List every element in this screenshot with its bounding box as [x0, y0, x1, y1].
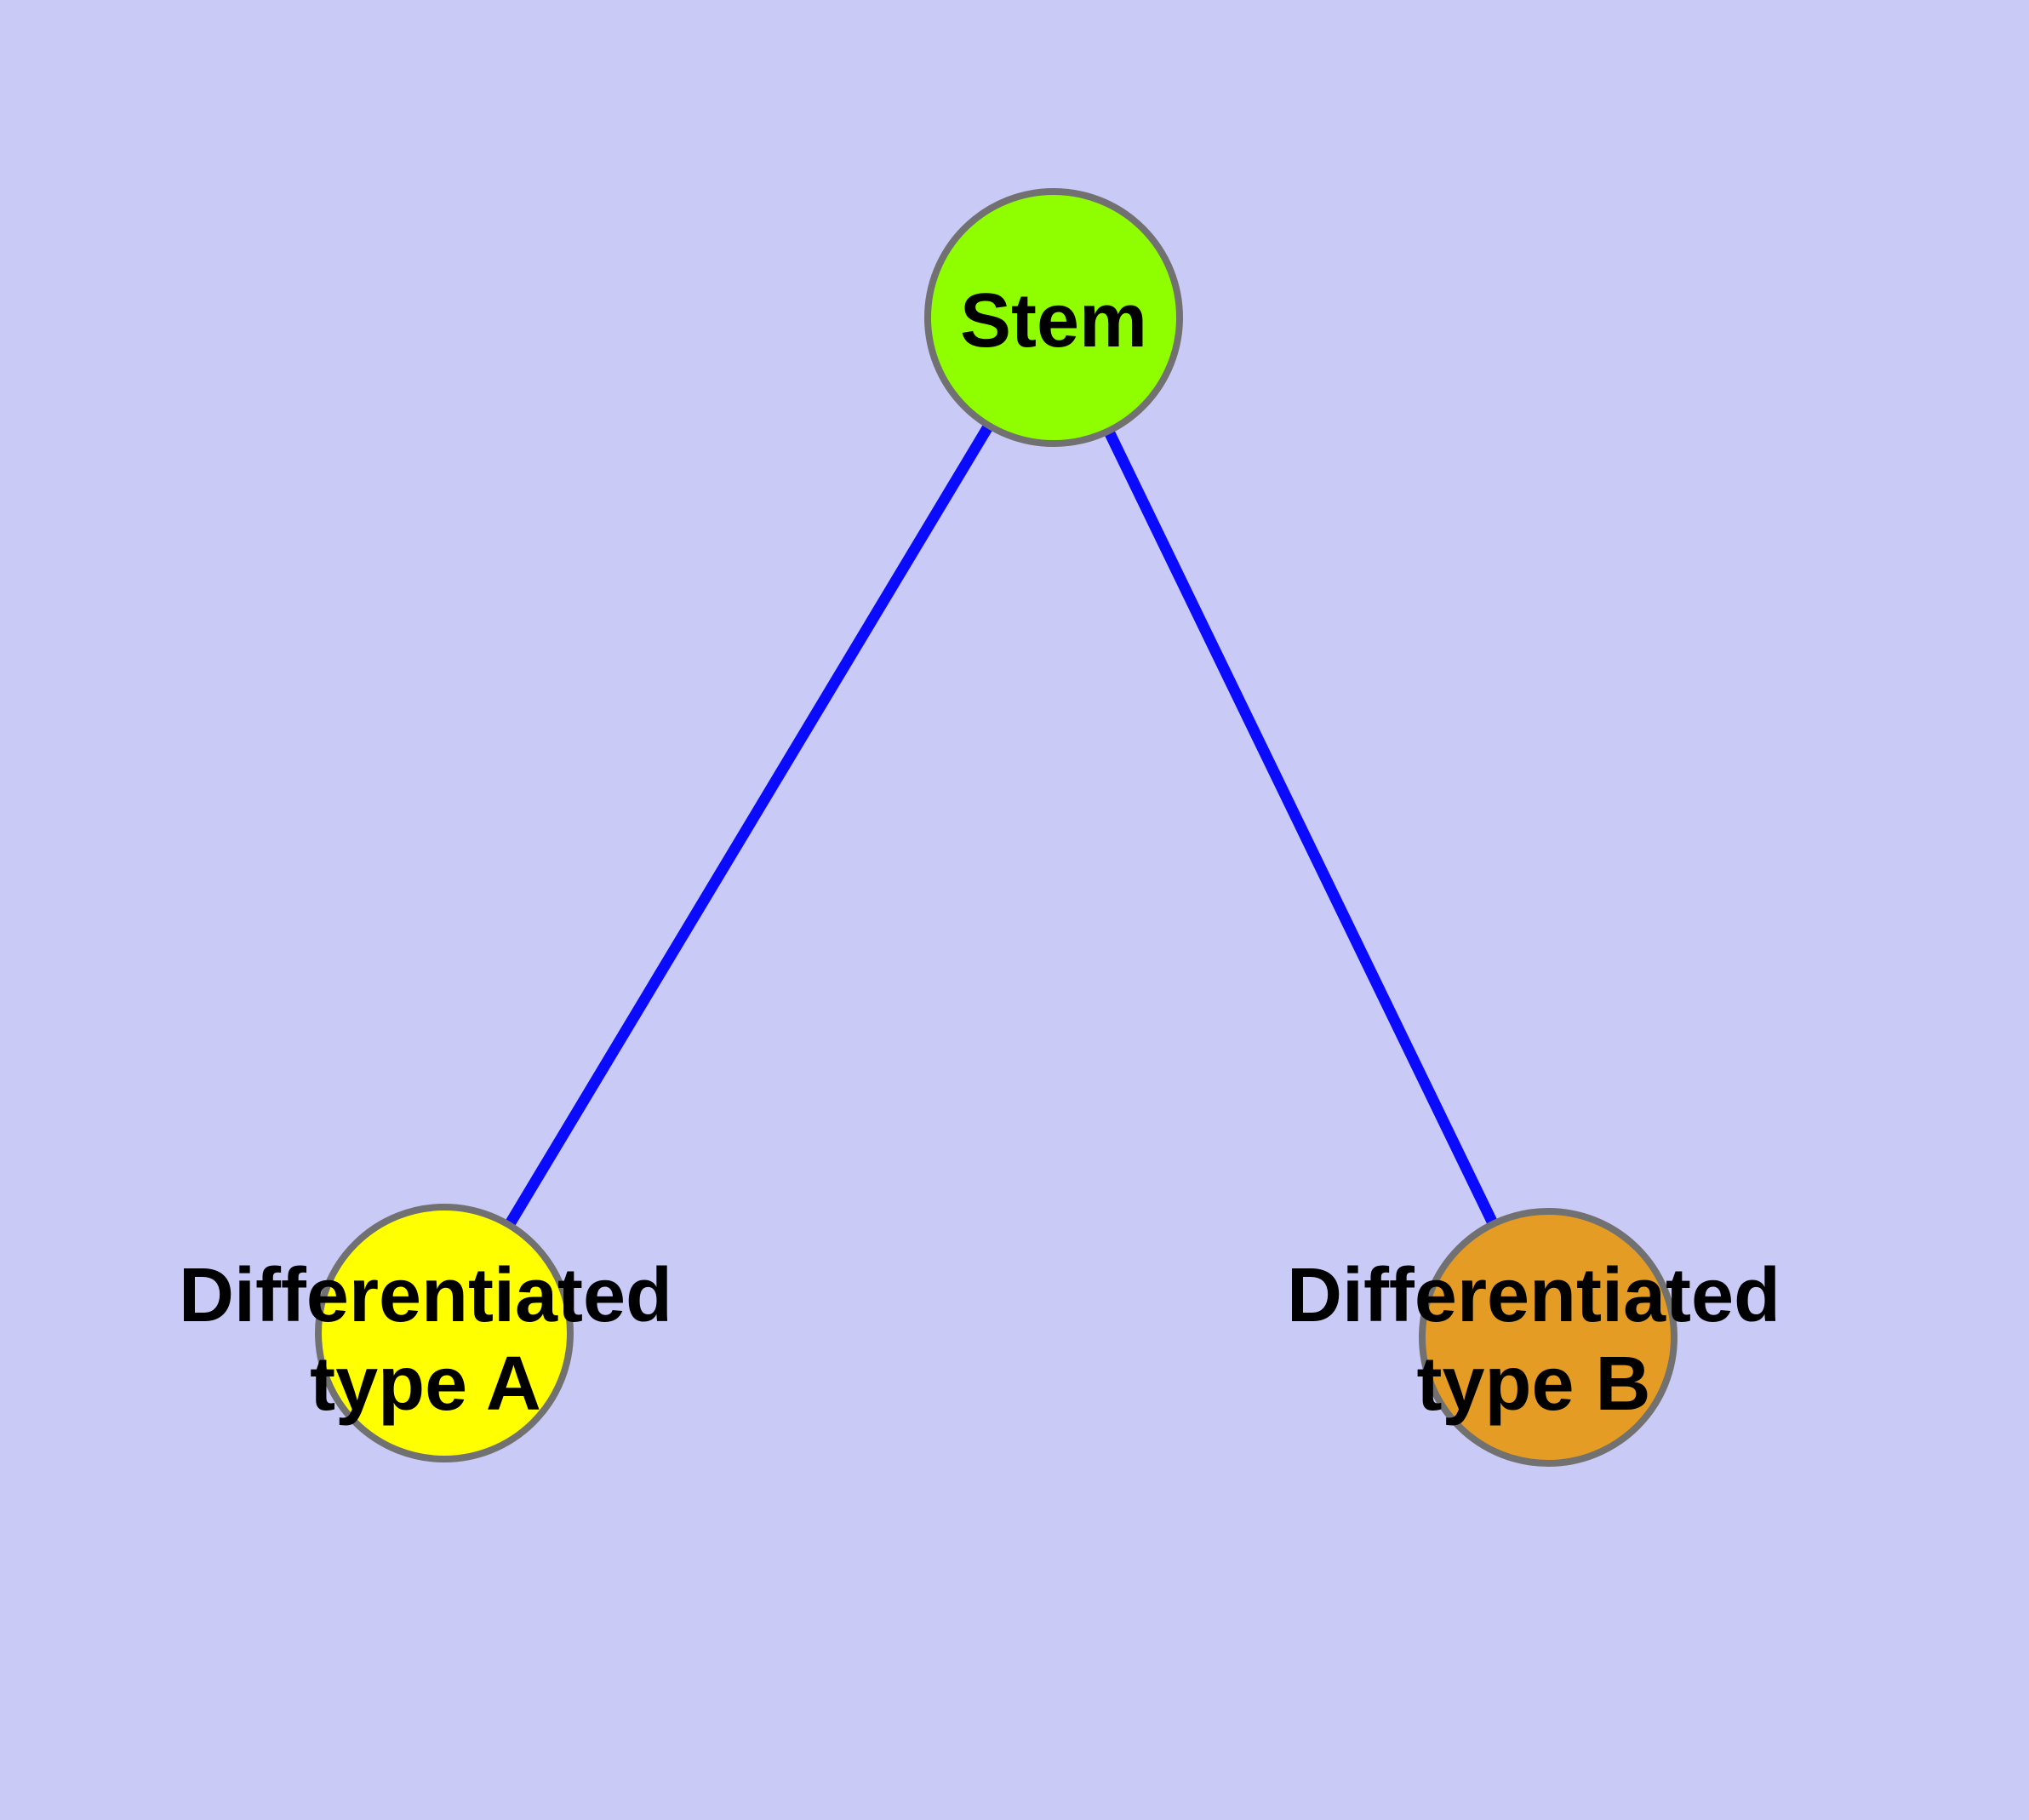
node-diff-b-label-line-2: type B — [1416, 1342, 1650, 1427]
nodes-layer — [315, 188, 1677, 1467]
node-diff-a-label-line-2: type A — [310, 1342, 541, 1427]
node-diff-a-circle — [315, 1204, 574, 1462]
node-stem-circle — [924, 188, 1183, 447]
edges-layer — [439, 314, 1553, 1340]
node-diff-a-label-line-1: Differentiated — [179, 1253, 672, 1338]
node-diff-b-label-line-1: Differentiated — [1287, 1253, 1780, 1338]
node-stem-label-line-1: Stem — [960, 278, 1147, 363]
node-diff-b-circle — [1419, 1208, 1677, 1467]
edge-stem-diff-a — [439, 314, 1059, 1336]
edge-stem-diff-b — [1049, 315, 1553, 1340]
